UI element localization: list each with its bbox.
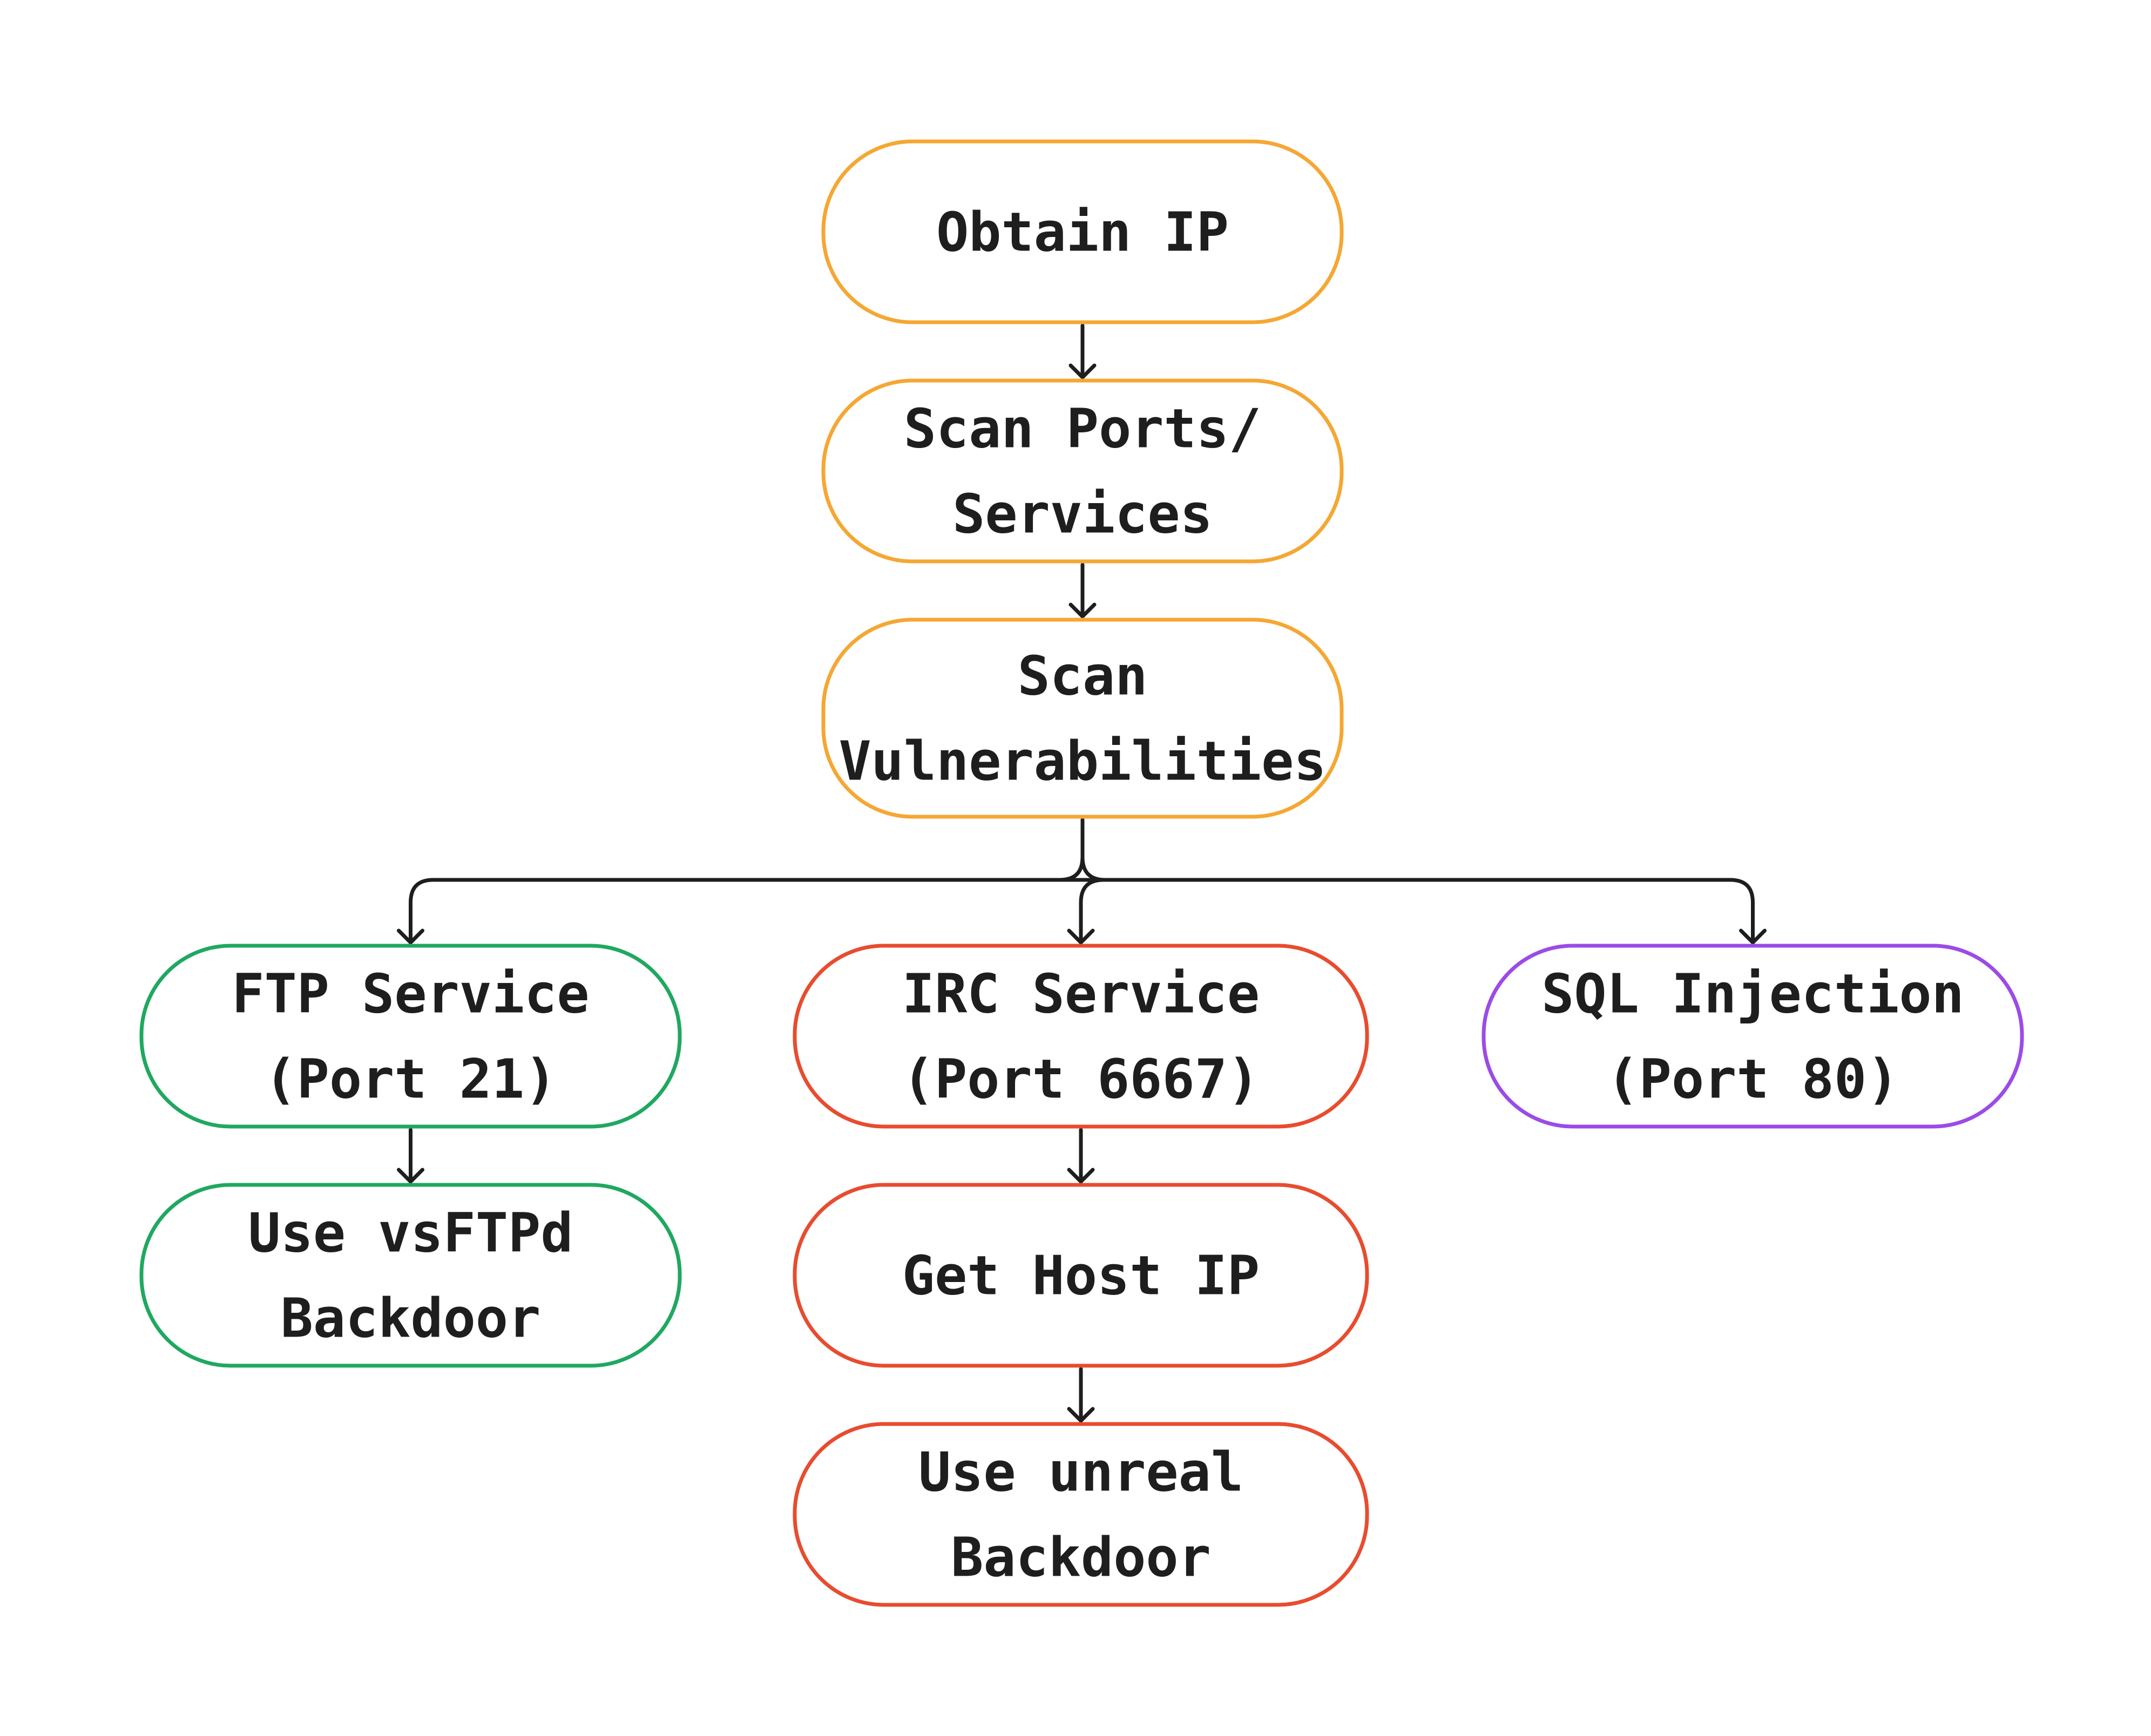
node-label-line: Backdoor — [951, 1526, 1211, 1589]
node-box — [821, 618, 1344, 819]
node-label-line: IRC Service — [902, 962, 1260, 1026]
arrow-head — [1739, 928, 1767, 945]
nodes: Obtain IP Scan Ports/ServicesScanVulnerab… — [139, 139, 2024, 1607]
node-box — [139, 1183, 682, 1368]
node-box — [793, 1183, 1369, 1368]
edge-scan-vulns-to-sql-injection — [1080, 818, 1767, 945]
node-label-line: Obtain IP — [936, 201, 1229, 264]
node-box — [821, 378, 1344, 564]
node-label-line: (Port 6667) — [902, 1048, 1260, 1111]
node-get-host-ip: Get Host IP — [793, 1183, 1369, 1368]
node-scan-ports: Scan Ports/Services — [821, 378, 1344, 564]
node-label-line: (Port 80) — [1607, 1048, 1899, 1111]
node-label-line: (Port 21) — [265, 1048, 557, 1111]
node-label-line: Scan — [1018, 645, 1148, 708]
node-obtain-ip: Obtain IP — [821, 139, 1344, 324]
node-ftp-service: FTP Service (Port 21) — [139, 944, 682, 1129]
edge-line — [1080, 818, 1755, 945]
edge-scan-ports-to-scan-vulns — [1068, 562, 1097, 619]
edge-get-host-ip-to-unreal-backdoor — [1067, 1367, 1095, 1423]
node-sql-injection: SQL Injection (Port 80) — [1482, 944, 2024, 1129]
arrow-head — [1067, 1168, 1095, 1184]
edges — [397, 323, 1767, 1423]
edge-scan-vulns-to-irc-service — [1058, 818, 1106, 945]
node-irc-service: IRC Service (Port 6667) — [793, 944, 1369, 1129]
node-box — [821, 139, 1344, 324]
node-box — [1482, 944, 2024, 1129]
edge-line — [1058, 818, 1106, 945]
node-label-line: Vulnerabilities — [838, 730, 1326, 793]
node-box — [793, 1422, 1369, 1607]
node-label-line: Backdoor — [281, 1287, 541, 1350]
edge-irc-service-to-get-host-ip — [1067, 1128, 1095, 1184]
node-label-line: FTP Service — [232, 962, 589, 1026]
node-label-line: Use vsFTPd — [248, 1202, 573, 1265]
arrow-head — [1068, 363, 1097, 379]
node-label-line: Scan Ports/ — [904, 397, 1261, 460]
edge-obtain-ip-to-scan-ports — [1068, 323, 1097, 379]
node-label-line: Use unreal — [918, 1441, 1243, 1504]
arrow-head — [1067, 928, 1095, 945]
node-label-line: SQL Injection — [1541, 962, 1964, 1026]
arrow-head — [397, 928, 424, 945]
edge-ftp-service-to-vsftpd-backdoor — [397, 1128, 424, 1184]
arrow-head — [397, 1168, 424, 1184]
node-box — [139, 944, 682, 1129]
node-box — [793, 944, 1369, 1129]
arrow-head — [1067, 1407, 1095, 1423]
node-label-line: Get Host IP — [902, 1244, 1260, 1307]
node-label-line: Services — [952, 483, 1213, 546]
arrow-head — [1068, 602, 1097, 619]
